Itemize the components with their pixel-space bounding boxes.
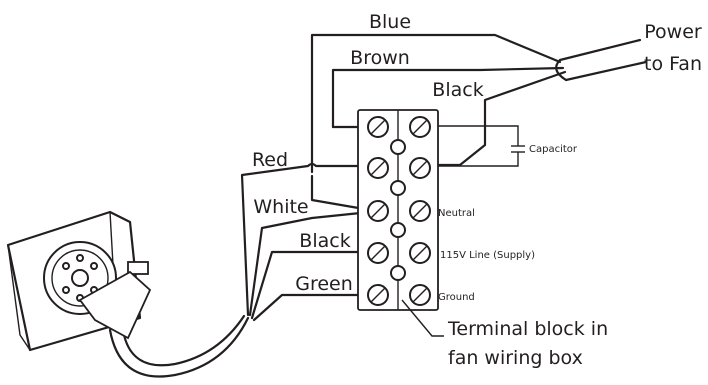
label-capacitor: Capacitor — [529, 144, 578, 155]
screw-5a — [367, 284, 389, 306]
label-power-line2: to Fan — [644, 53, 702, 75]
label-neutral: Neutral — [438, 208, 475, 219]
power-cable — [555, 38, 648, 82]
label-white: White — [253, 196, 308, 218]
wire-black-top — [428, 70, 567, 167]
label-brown: Brown — [350, 47, 410, 69]
wire-red — [240, 162, 372, 317]
terminal-block — [357, 109, 439, 311]
capacitor — [432, 125, 525, 167]
wire-white — [248, 174, 372, 317]
label-terminal-line1: Terminal block in — [447, 318, 608, 340]
wire-green — [252, 293, 372, 322]
label-terminal-line2: fan wiring box — [448, 347, 583, 369]
label-green: Green — [295, 273, 353, 295]
screw-3a — [367, 200, 389, 222]
screw-2a — [367, 157, 389, 179]
wire-blue — [310, 33, 562, 174]
screw-4a — [367, 242, 389, 264]
label-red: Red — [252, 149, 288, 171]
fan-motor — [6, 210, 250, 378]
screw-1b — [409, 116, 431, 138]
wire-black-bottom — [250, 250, 372, 320]
screw-2b — [409, 157, 431, 179]
wire-brown — [331, 66, 565, 129]
label-supply: 115V Line (Supply) — [440, 250, 535, 261]
label-blue: Blue — [369, 11, 411, 33]
screw-1a — [367, 116, 389, 138]
label-ground: Ground — [438, 292, 475, 303]
terminal-pointer — [401, 299, 444, 337]
screw-5b — [409, 284, 431, 306]
screw-4b — [409, 242, 431, 264]
label-power-line1: Power — [644, 21, 702, 43]
screw-3b — [409, 200, 431, 222]
label-black-top: Black — [432, 79, 483, 101]
label-black-bottom: Black — [299, 230, 350, 252]
